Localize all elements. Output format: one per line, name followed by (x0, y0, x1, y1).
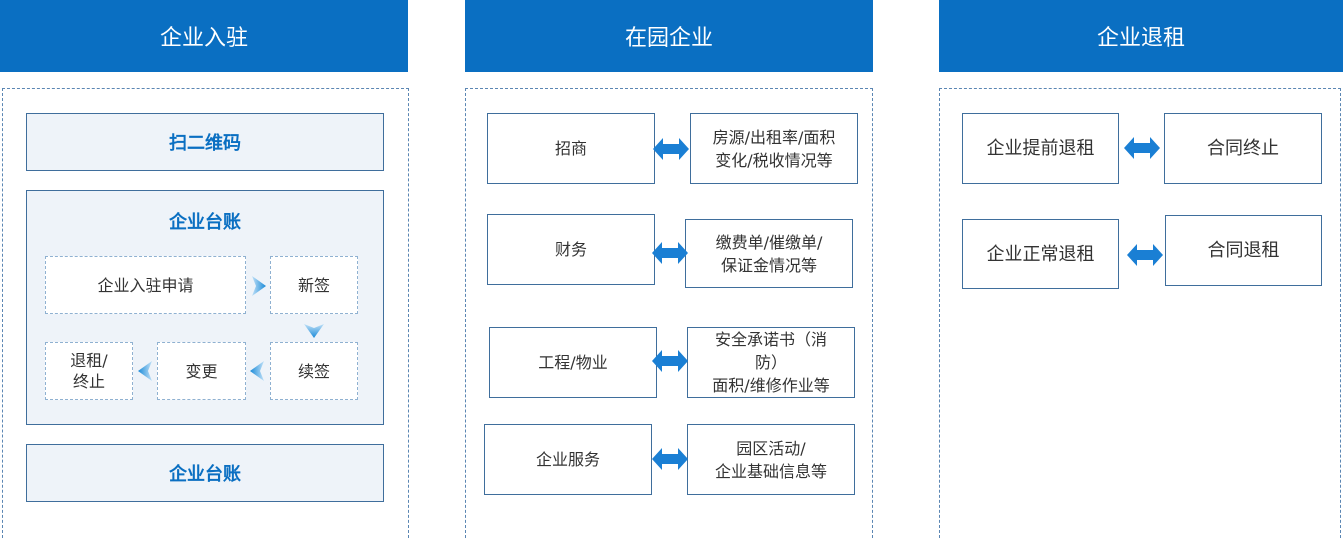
arrow-renew-to-change (250, 361, 264, 381)
scan-qr-box: 扫二维码 (26, 113, 384, 171)
double-arrow-park-row3 (652, 350, 688, 372)
exit-row1-right: 合同终止 (1164, 113, 1322, 184)
park-row3-left: 工程/物业 (489, 327, 657, 398)
park-row2-left: 财务 (487, 214, 655, 285)
column-panel-entry (2, 88, 409, 538)
park-row3-right-line3: 面积/维修作业等 (712, 376, 830, 395)
park-row3-right-line2: 防） (754, 353, 787, 372)
park-row3-right: 安全承诺书（消 防） 面积/维修作业等 (687, 327, 855, 398)
arrow-new-to-renew (304, 324, 324, 338)
ledger-title: 企业台账 (169, 212, 241, 233)
exit-row2-right: 合同退租 (1165, 215, 1322, 286)
double-arrow-exit-row1 (1124, 137, 1160, 159)
renew-box: 续签 (270, 342, 358, 400)
double-arrow-park-row2 (652, 242, 688, 264)
park-row2-right-line2: 保证金情况等 (720, 255, 817, 275)
park-row4-right: 园区活动/ 企业基础信息等 (687, 424, 855, 495)
apply-box: 企业入驻申请 (45, 256, 246, 314)
park-row1-right: 房源/出租率/面积 变化/税收情况等 (690, 113, 858, 184)
column-header-entry: 企业入驻 (0, 0, 408, 72)
exit-row1-left: 企业提前退租 (962, 113, 1119, 184)
column-panel-exit (939, 88, 1341, 538)
terminate-label-line1: 退租/ (70, 351, 108, 370)
arrow-change-to-terminate (138, 361, 152, 381)
double-arrow-park-row1 (653, 138, 689, 160)
new-sign-box: 新签 (270, 256, 358, 314)
double-arrow-park-row4 (652, 448, 688, 470)
park-row3-right-line1: 安全承诺书（消 (714, 330, 827, 349)
column-header-park: 在园企业 (465, 0, 873, 72)
arrow-apply-to-new (252, 276, 266, 296)
park-row1-right-line1: 房源/出租率/面积 (712, 127, 836, 147)
terminate-box: 退租/ 终止 (45, 342, 133, 400)
column-panel-park (465, 88, 873, 538)
double-arrow-exit-row2 (1127, 244, 1163, 266)
terminate-label-line2: 终止 (72, 372, 105, 391)
column-header-exit: 企业退租 (939, 0, 1343, 72)
exit-row2-left: 企业正常退租 (962, 219, 1119, 289)
park-row2-right: 缴费单/催缴单/ 保证金情况等 (685, 219, 853, 288)
park-row1-left: 招商 (487, 113, 655, 184)
ledger-bottom-box: 企业台账 (26, 444, 384, 502)
park-row4-right-line2: 企业基础信息等 (714, 461, 827, 481)
park-row4-left: 企业服务 (484, 424, 652, 495)
park-row4-right-line1: 园区活动/ (736, 438, 806, 458)
change-box: 变更 (157, 342, 246, 400)
park-row1-right-line2: 变化/税收情况等 (715, 150, 833, 170)
park-row2-right-line1: 缴费单/催缴单/ (715, 232, 823, 252)
